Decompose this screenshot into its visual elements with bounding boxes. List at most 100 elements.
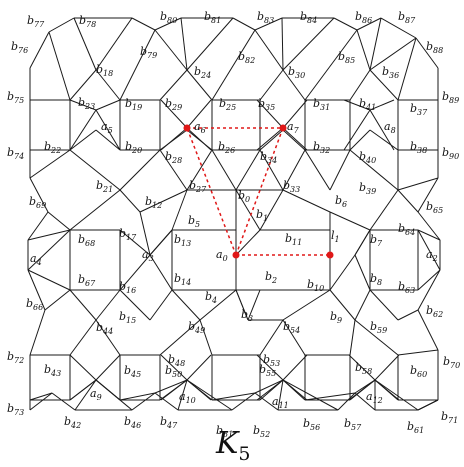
lower-spoke-edge [186, 354, 212, 381]
lower-zigzag-edge [199, 289, 237, 321]
vertex-label: b17 [119, 227, 137, 242]
lower-zigzag-edge [149, 289, 173, 321]
vertex-label: b59 [370, 320, 387, 335]
vertex-label: b85 [338, 50, 355, 65]
vertex-label: b36 [382, 65, 399, 80]
spoke-edge [256, 127, 284, 151]
vertex-label: b89 [442, 90, 459, 105]
vertex-label: a11 [272, 395, 289, 410]
top-connector-edge [369, 17, 382, 71]
square-edge [235, 229, 261, 256]
mid-edge [349, 149, 399, 191]
vertex-label: b26 [218, 140, 235, 155]
vertex-label: b75 [7, 90, 24, 105]
vertex-label: b62 [426, 304, 443, 319]
spoke-edge [160, 127, 188, 151]
bottom-connector-edge [154, 379, 188, 394]
highlight-edge [235, 127, 284, 256]
vertex-label: b79 [140, 45, 157, 60]
top-connector-edge [186, 17, 234, 71]
lower-zigzag-edge [95, 289, 121, 321]
vertex-label: b55 [259, 363, 276, 378]
vertex-label: b32 [313, 140, 330, 155]
diamond-edge [139, 211, 151, 256]
outer-boundary-edge [380, 17, 417, 39]
vertex-label: b11 [285, 232, 302, 247]
mid-zigzag-edge [259, 129, 284, 151]
lower-spoke-edge [69, 354, 97, 381]
vertex-label: b3 [241, 308, 253, 323]
title-subscript: 5 [238, 443, 250, 465]
bottom-connector-edge [95, 379, 133, 411]
mid-band-edge [119, 189, 141, 213]
vertex-label: b7 [370, 233, 383, 248]
mid-zigzag-edge [349, 129, 371, 151]
outer-boundary-edge [29, 309, 46, 356]
outer-boundary-edge [154, 392, 179, 411]
bottom-connector-edge [354, 379, 376, 394]
lower-spoke-edge [282, 354, 308, 381]
outer-boundary-edge [27, 211, 49, 241]
vertex-label: b20 [125, 140, 142, 155]
diamond-edge [417, 269, 441, 291]
vertex-label: b34 [260, 150, 277, 165]
outer-boundary-edge [154, 17, 182, 31]
vertex-label: b51 [216, 424, 233, 439]
mid-edge [397, 177, 439, 191]
bottom-connector-edge [119, 392, 156, 401]
diamond-edge [171, 189, 188, 231]
bottom-connector-edge [29, 392, 53, 401]
vertex-label: a9 [90, 387, 102, 402]
vertex-label: b42 [64, 415, 81, 430]
mid-edge [29, 149, 71, 179]
mid-band-edge [139, 189, 188, 213]
spoke-edge [369, 109, 395, 151]
outer-boundary-edge [232, 17, 256, 31]
lower-zigzag-edge [119, 289, 151, 321]
vertex-label: b30 [288, 65, 305, 80]
outer-boundary-edge [415, 37, 439, 69]
vertex-label: b12 [145, 195, 162, 210]
highlighted-vertex [183, 124, 191, 132]
bottom-connector-edge [211, 392, 256, 401]
diamond-edge [119, 254, 151, 291]
vertex-label: b82 [238, 50, 255, 65]
vertex-label: a3 [142, 248, 154, 263]
diamond-edge [247, 289, 261, 321]
spoke-edge [69, 99, 97, 111]
highlighted-vertex [326, 251, 334, 259]
vertex-label: b71 [441, 410, 458, 425]
bottom-connector-edge [186, 379, 233, 411]
bottom-connector-edge [417, 399, 439, 411]
top-zigzag-edge [282, 69, 306, 101]
vertex-label: b46 [124, 415, 141, 430]
vertex-label: b61 [407, 420, 424, 435]
top-connector-edge [282, 17, 335, 71]
spoke-edge [186, 127, 212, 151]
lower-zigzag-edge [235, 289, 249, 321]
vertex-label: b81 [204, 10, 221, 25]
lower-zigzag-edge [329, 289, 356, 321]
vertex-label: b19 [125, 97, 142, 112]
highlighted-star [186, 127, 330, 256]
highlighted-vertex [232, 251, 240, 259]
vertex-label: b63 [398, 280, 415, 295]
mid-zigzag-edge [369, 129, 399, 151]
top-connector-edge [254, 29, 284, 71]
bottom-connector-edge [254, 379, 284, 394]
outer-boundary-edge [51, 392, 76, 411]
vertex-label: b69 [29, 195, 46, 210]
spoke-edge [160, 99, 188, 129]
mid-band-edge [69, 189, 121, 231]
vertex-label: b80 [160, 10, 177, 25]
top-zigzag-edge [369, 69, 399, 101]
vertex-label: a5 [101, 120, 113, 135]
vertex-label: b5 [188, 214, 200, 229]
outer-boundary-edge [48, 17, 75, 33]
lower-spoke-edge [69, 379, 97, 401]
vertex-label: b57 [344, 417, 362, 432]
vertex-label: b83 [257, 10, 274, 25]
lower-spoke-edge [160, 379, 188, 401]
figure-title: K5 [215, 426, 251, 465]
